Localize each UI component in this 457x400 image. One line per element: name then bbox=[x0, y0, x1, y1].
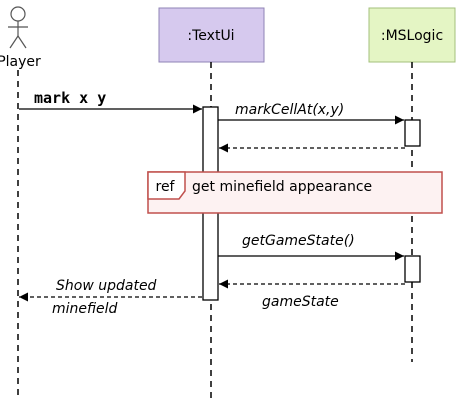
player-leg-left bbox=[9, 35, 19, 49]
show-updated-label-line1: Show updated bbox=[56, 278, 157, 294]
mslogic-label: :MSLogic bbox=[381, 28, 443, 44]
player-label: Player bbox=[0, 54, 41, 70]
getgamestate-message-label: getGameState() bbox=[242, 233, 355, 249]
player-actor: Player bbox=[0, 6, 41, 70]
gamestate-return-label: gameState bbox=[262, 294, 339, 310]
mark-message-label: mark x y bbox=[34, 89, 106, 107]
mslogic-activation-bar-1 bbox=[404, 119, 421, 147]
mslogic-box bbox=[368, 7, 456, 63]
mslogic-participant: :MSLogic bbox=[368, 7, 456, 63]
player-leg-right bbox=[17, 35, 27, 49]
mslogic-activation-bar-2 bbox=[404, 255, 421, 283]
ref-frame: ref get minefield appearance bbox=[147, 171, 443, 214]
textui-box bbox=[158, 7, 265, 63]
player-head bbox=[10, 6, 26, 22]
ref-frame-text: get minefield appearance bbox=[192, 179, 372, 195]
ref-frame-tag-label: ref bbox=[156, 179, 176, 195]
show-updated-label-line2: minefield bbox=[52, 301, 118, 317]
ref-frame-tag bbox=[147, 171, 186, 200]
markcellat-message-label: markCellAt(x,y) bbox=[235, 102, 344, 118]
textui-label: :TextUi bbox=[187, 28, 234, 44]
textui-participant: :TextUi bbox=[158, 7, 265, 63]
